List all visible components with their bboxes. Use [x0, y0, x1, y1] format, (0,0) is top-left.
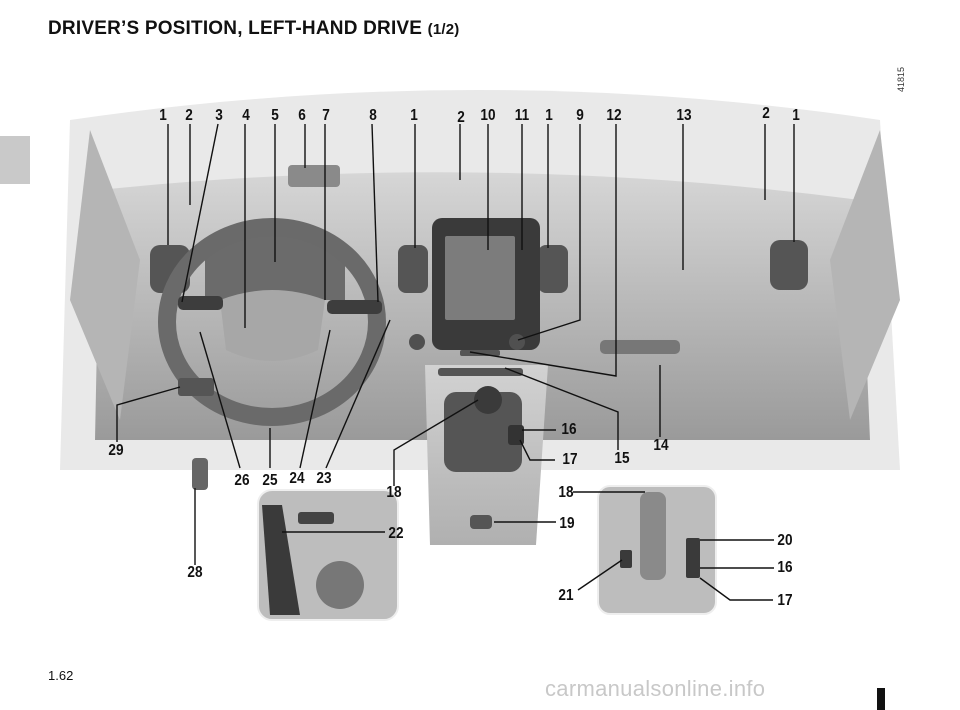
callout-label: 1 — [792, 107, 800, 124]
callout-label: 20 — [777, 532, 793, 549]
left-knob — [409, 334, 425, 350]
callout-label: 8 — [369, 107, 377, 124]
rearview-mirror — [288, 165, 340, 187]
right-vent — [770, 240, 808, 290]
callout-label: 5 — [271, 107, 279, 124]
page-number: 1.62 — [48, 668, 74, 683]
callout-label: 13 — [676, 107, 692, 124]
inset-left-switch — [620, 550, 632, 568]
callout-label: 2 — [185, 107, 193, 124]
callout-label: 14 — [653, 437, 669, 454]
callout-label: 22 — [388, 525, 404, 542]
inset-door-trim — [262, 505, 300, 615]
inset-cupholder — [316, 561, 364, 609]
callout-label: 3 — [215, 107, 223, 124]
page-title: DRIVER’S POSITION, LEFT-HAND DRIVE (1/2) — [48, 18, 460, 39]
callout-leader-lines — [116, 123, 795, 601]
callout-label: 1 — [545, 107, 553, 124]
callout-label: 24 — [289, 470, 305, 487]
steering-hub — [220, 290, 325, 361]
callout-label: 1 — [159, 107, 167, 124]
callout-label: 11 — [514, 107, 530, 124]
center-right-vent — [538, 245, 568, 293]
callout-label: 16 — [777, 559, 793, 576]
callout-label: 23 — [316, 470, 332, 487]
section-tab — [0, 136, 30, 184]
instrument-cluster — [205, 235, 345, 300]
inset-socket — [298, 512, 334, 524]
gear-boot — [444, 392, 522, 472]
page-title-part: (1/2) — [427, 21, 460, 38]
center-left-vent — [398, 245, 428, 293]
inset-right-switches — [686, 538, 700, 578]
callout-label: 17 — [562, 451, 578, 468]
callout-label: 19 — [559, 515, 575, 532]
gear-knob — [474, 386, 502, 414]
right-knob — [509, 334, 525, 350]
callout-label: 4 — [242, 107, 250, 124]
callout-label: 15 — [614, 450, 630, 467]
callout-label: 18 — [558, 484, 574, 501]
callout-label: 2 — [457, 109, 465, 126]
callout-label: 25 — [262, 472, 278, 489]
callout-label: 10 — [480, 107, 496, 124]
callout-label: 6 — [298, 107, 306, 124]
bonnet-release — [192, 458, 208, 490]
steering-wheel — [158, 218, 386, 426]
corner-mark — [877, 688, 885, 710]
inset-selector-lever — [640, 492, 666, 580]
left-pillar — [70, 130, 140, 420]
dash-switch-panel — [178, 378, 214, 396]
callout-label: 7 — [322, 107, 330, 124]
callout-label: 12 — [606, 107, 622, 124]
screen-display — [445, 236, 515, 320]
console-socket — [470, 515, 492, 529]
left-stalk — [178, 296, 223, 310]
right-pillar — [830, 130, 900, 420]
watermark: carmanualsonline.info — [545, 676, 766, 701]
callout-label: 1 — [410, 107, 418, 124]
callout-label: 28 — [187, 564, 203, 581]
callout-label: 21 — [558, 587, 574, 604]
right-stalk — [327, 300, 382, 314]
callout-label: 9 — [576, 107, 584, 124]
callout-label: 29 — [108, 442, 124, 459]
callout-label: 18 — [386, 484, 402, 501]
callout-label: 16 — [561, 421, 577, 438]
callout-label: 17 — [777, 592, 793, 609]
callout-label: 2 — [762, 105, 770, 122]
console-buttons — [438, 368, 523, 376]
glovebox-handle — [600, 340, 680, 354]
callout-label: 26 — [234, 472, 250, 489]
